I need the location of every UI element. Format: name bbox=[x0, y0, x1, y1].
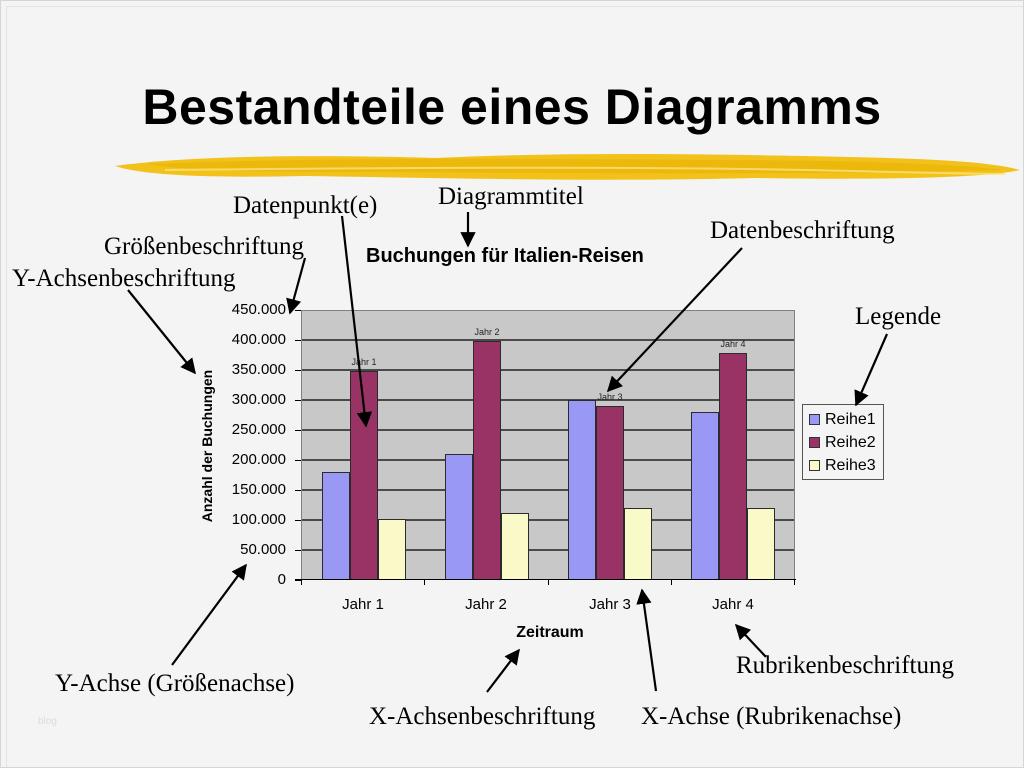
y-tick-label: 300.000 bbox=[231, 391, 286, 408]
x-tick bbox=[794, 579, 795, 585]
legend-label: Reihe3 bbox=[825, 456, 876, 474]
data-label: Jahr 2 bbox=[474, 327, 500, 337]
gridline bbox=[302, 429, 794, 431]
y-axis-title: Anzahl der Buchungen bbox=[199, 369, 215, 523]
x-tick bbox=[671, 579, 672, 585]
gridline bbox=[302, 489, 794, 491]
annotation-legende: Legende bbox=[855, 303, 942, 330]
y-tick-mark bbox=[295, 340, 301, 341]
annotation-y-achse: Y-Achse (Größenachse) bbox=[55, 670, 295, 697]
y-tick-label: 400.000 bbox=[231, 331, 286, 348]
gridline bbox=[302, 459, 794, 461]
x-tick bbox=[301, 579, 302, 585]
legend: Reihe1 Reihe2 Reihe3 bbox=[802, 404, 884, 480]
x-category-label: Jahr 3 bbox=[589, 596, 631, 613]
legend-label: Reihe2 bbox=[825, 433, 876, 451]
y-tick-mark bbox=[295, 400, 301, 401]
bar-reihe3-jahr-3 bbox=[624, 508, 652, 579]
bar-reihe3-jahr-4 bbox=[747, 508, 775, 579]
slide-title: Bestandteile eines Diagramms bbox=[142, 79, 882, 135]
y-tick-label: 150.000 bbox=[231, 481, 286, 498]
bar-reihe2-jahr-1 bbox=[350, 371, 378, 579]
data-label: Jahr 1 bbox=[351, 357, 377, 367]
bar-reihe2-jahr-2 bbox=[473, 341, 501, 579]
annotation-diagrammtitel: Diagrammtitel bbox=[438, 183, 584, 210]
y-tick-label: 250.000 bbox=[231, 421, 286, 438]
plot-area: Jahr 1 Jahr 2 Jahr 3 Jahr 4 bbox=[301, 310, 795, 580]
data-label: Jahr 4 bbox=[720, 339, 746, 349]
x-category-label: Jahr 2 bbox=[465, 596, 507, 613]
annotation-datenpunkte: Datenpunkt(e) bbox=[233, 192, 378, 219]
y-tick-label: 450.000 bbox=[231, 301, 286, 318]
legend-item-reihe2: Reihe2 bbox=[809, 431, 883, 454]
x-tick bbox=[424, 579, 425, 585]
legend-swatch bbox=[809, 414, 820, 425]
y-tick-mark bbox=[295, 460, 301, 461]
y-tick-label: 50.000 bbox=[240, 541, 286, 558]
bar-reihe1-jahr-1 bbox=[322, 472, 350, 579]
yellow-brush-stroke bbox=[115, 154, 1020, 180]
data-label: Jahr 3 bbox=[597, 392, 623, 402]
legend-swatch bbox=[809, 437, 820, 448]
y-tick-mark bbox=[295, 550, 301, 551]
y-tick-mark bbox=[295, 520, 301, 521]
y-tick-mark bbox=[295, 430, 301, 431]
x-axis-title: Zeitraum bbox=[516, 624, 584, 641]
annotation-groessenbeschriftung: Größenbeschriftung bbox=[104, 233, 304, 260]
annotation-datenbeschriftung: Datenbeschriftung bbox=[710, 217, 895, 244]
x-tick bbox=[548, 579, 549, 585]
legend-item-reihe3: Reihe3 bbox=[809, 454, 883, 477]
chart-title: Buchungen für Italien-Reisen bbox=[366, 245, 644, 267]
x-axis-line bbox=[295, 579, 796, 580]
gridline bbox=[302, 339, 794, 341]
legend-swatch bbox=[809, 460, 820, 471]
annotation-x-achse: X-Achse (Rubrikenachse) bbox=[641, 703, 902, 730]
annotation-rubrikenbeschriftung: Rubrikenbeschriftung bbox=[736, 652, 955, 679]
bar-reihe1-jahr-3 bbox=[568, 400, 596, 579]
annotation-x-achsenbeschriftung: X-Achsenbeschriftung bbox=[369, 703, 596, 730]
bar-reihe3-jahr-2 bbox=[501, 513, 529, 579]
bar-reihe1-jahr-4 bbox=[691, 412, 719, 579]
bar-reihe3-jahr-1 bbox=[378, 519, 406, 579]
y-tick-label: 200.000 bbox=[231, 451, 286, 468]
bar-reihe2-jahr-4 bbox=[719, 353, 747, 579]
annotation-y-achsenbeschriftung: Y-Achsenbeschriftung bbox=[12, 265, 236, 292]
gridline bbox=[302, 519, 794, 521]
legend-label: Reihe1 bbox=[825, 410, 876, 428]
watermark: blog bbox=[38, 716, 57, 727]
gridline bbox=[302, 549, 794, 551]
gridline bbox=[302, 399, 794, 401]
y-tick-label: 350.000 bbox=[231, 361, 286, 378]
x-category-label: Jahr 4 bbox=[712, 596, 754, 613]
bar-reihe2-jahr-3 bbox=[596, 406, 624, 579]
bar-reihe1-jahr-2 bbox=[445, 454, 473, 579]
gridline bbox=[302, 369, 794, 371]
y-tick-mark bbox=[295, 490, 301, 491]
y-tick-mark bbox=[295, 370, 301, 371]
y-tick-label: 100.000 bbox=[231, 511, 286, 528]
legend-item-reihe1: Reihe1 bbox=[809, 408, 883, 431]
x-category-label: Jahr 1 bbox=[342, 596, 384, 613]
y-tick-mark bbox=[295, 580, 301, 581]
y-tick-label: 0 bbox=[277, 571, 286, 588]
y-tick-mark bbox=[295, 310, 301, 311]
